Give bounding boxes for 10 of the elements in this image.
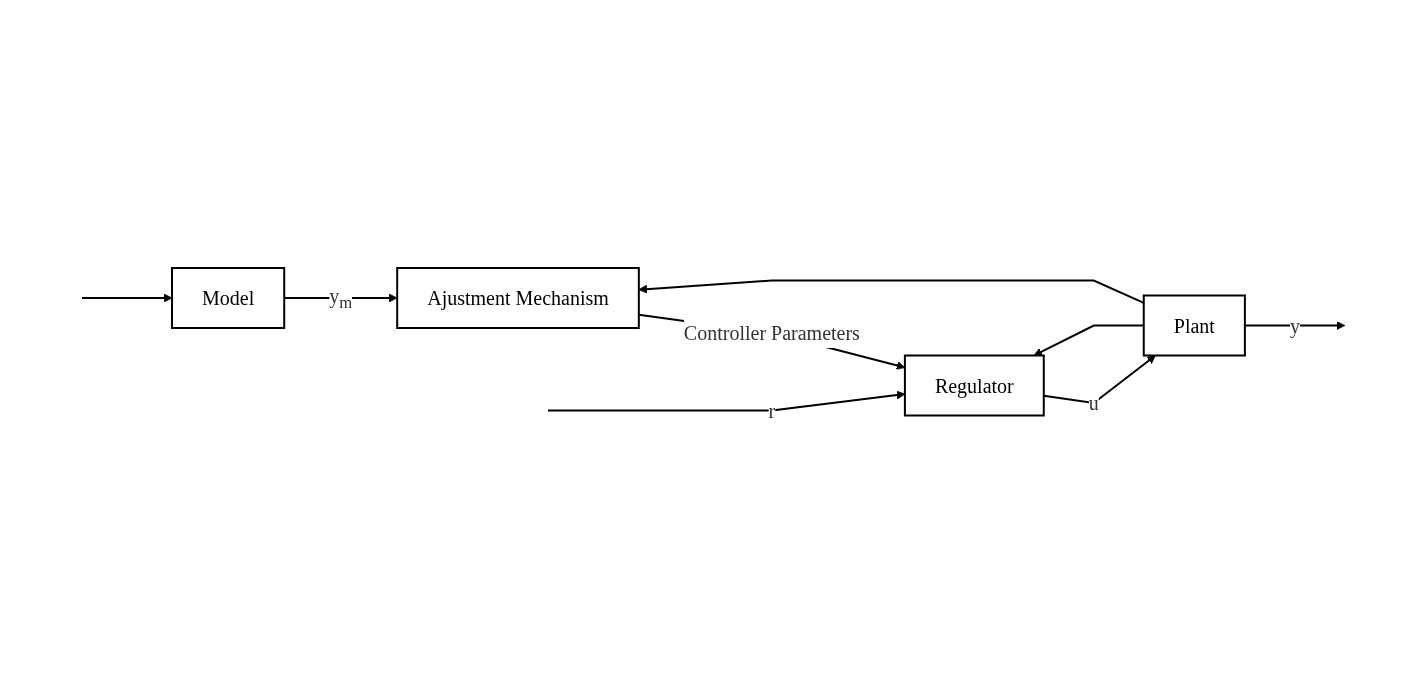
edge-label: r	[768, 399, 776, 422]
node-box: Plant	[1142, 294, 1246, 357]
edge-label: Controller Parameters	[683, 321, 860, 344]
edge-label: y$_{m}$	[329, 284, 353, 312]
node-box: Model	[171, 266, 286, 329]
edge-label: u	[1088, 391, 1099, 414]
arrow	[81, 293, 173, 303]
edge-label: y	[1289, 314, 1300, 337]
node-box: Ajustment Mechanism	[396, 266, 640, 329]
node-box: Regulator	[903, 354, 1045, 417]
